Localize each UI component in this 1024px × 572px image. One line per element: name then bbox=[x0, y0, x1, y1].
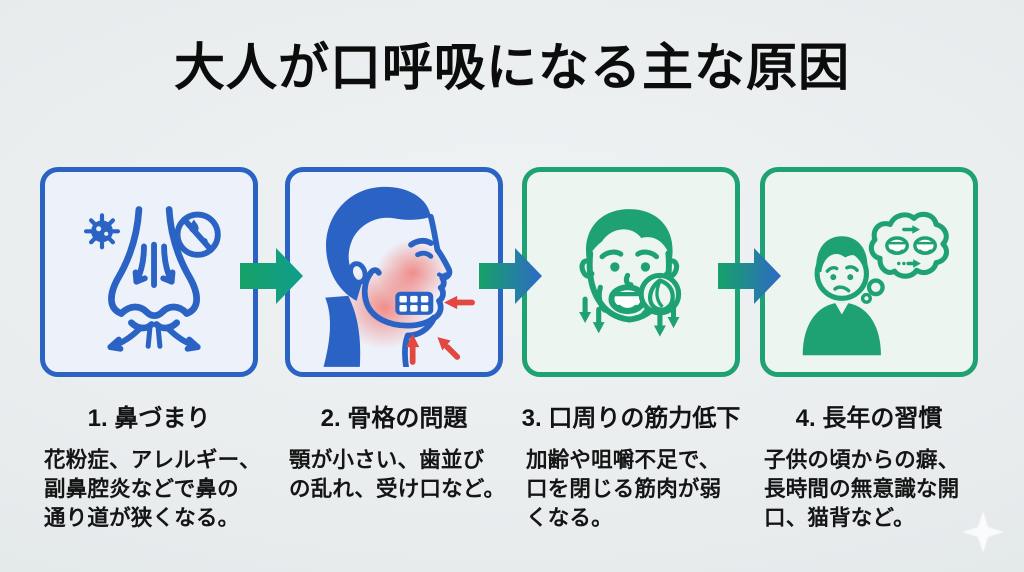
cause-column-3: 3. 口周りの筋力低下 加齢や咀嚼不足で、 口を閉じる筋肉が弱 くなる。 bbox=[522, 167, 740, 533]
cause-column-4: 4. 長年の習慣 子供の頃からの癖、 長時間の無意識な開 口、猫背など。 bbox=[760, 167, 978, 533]
card-description-1: 花粉症、アレルギー、 副鼻腔炎などで鼻の 通り道が狭くなる。 bbox=[44, 448, 261, 530]
flow-arrow-2 bbox=[479, 248, 542, 304]
card-description-2: 顎が小さい、歯並び の乱れ、受け口など。 bbox=[289, 448, 506, 501]
card-title-3: 3. 口周りの筋力低下 bbox=[521, 405, 741, 432]
flow-arrow-3 bbox=[718, 248, 781, 304]
cause-card-4 bbox=[760, 167, 978, 377]
small-jaw-profile-icon bbox=[323, 186, 475, 367]
card-title-4: 4. 長年の習慣 bbox=[795, 405, 943, 432]
sparkle-icon bbox=[962, 511, 1004, 553]
card-description-4: 子供の頃からの癖、 長時間の無意識な開 口、猫背など。 bbox=[764, 448, 960, 530]
cause-card-2 bbox=[285, 167, 503, 377]
chewing-food-icon bbox=[638, 272, 682, 319]
congested-nose-icon bbox=[83, 206, 221, 352]
cause-card-1 bbox=[40, 167, 258, 377]
card-title-1: 1. 鼻づまり bbox=[87, 405, 211, 432]
page-title: 大人が口呼吸になる主な原因 bbox=[173, 39, 850, 96]
card-title-2: 2. 骨格の問題 bbox=[320, 405, 468, 432]
allergen-virus-icon bbox=[83, 213, 121, 250]
longtime-habit-icon bbox=[802, 211, 950, 356]
no-allergen-icon bbox=[174, 211, 221, 258]
cause-column-1: 1. 鼻づまり 花粉症、アレルギー、 副鼻腔炎などで鼻の 通り道が狭くなる。 bbox=[40, 167, 261, 533]
weak-mouth-muscles-icon bbox=[579, 209, 682, 337]
thought-bubble-icon bbox=[860, 211, 950, 304]
teeth-icon bbox=[394, 291, 433, 315]
card-description-3: 加齢や咀嚼不足で、 口を閉じる筋肉が弱 くなる。 bbox=[526, 448, 722, 530]
pressure-arrows-icon bbox=[405, 295, 475, 365]
flow-arrow-1 bbox=[240, 248, 303, 304]
cause-card-3 bbox=[522, 167, 740, 377]
cause-column-2: 2. 骨格の問題 顎が小さい、歯並び の乱れ、受け口など。 bbox=[285, 167, 505, 504]
